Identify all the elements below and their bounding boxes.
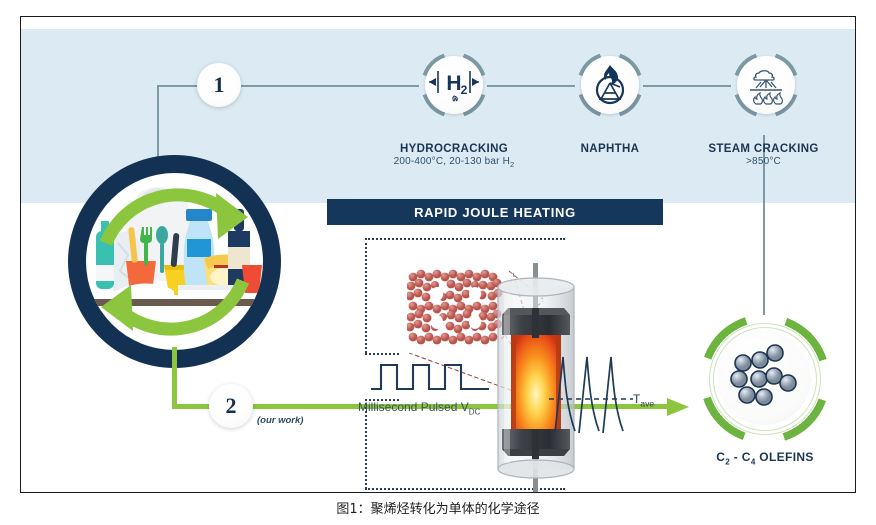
- dotted-border-top: [365, 238, 565, 240]
- rapid-joule-heating-banner: RAPID JOULE HEATING: [327, 199, 663, 225]
- dotted-border-bottom: [365, 488, 565, 490]
- pulse-label-sub: DC: [468, 407, 481, 417]
- pulse-waveform-label: Millisecond Pulsed VDC: [358, 400, 480, 416]
- product-thin-ring-inner: [713, 327, 817, 431]
- connector-steamcracking-to-product: [763, 135, 765, 315]
- label-olefins: C2 - C4 OLEFINS: [695, 450, 835, 466]
- our-work-note: (our work): [257, 415, 304, 426]
- tave-label-main: T: [633, 392, 641, 406]
- label-subtitle: 200-400°C, 20-130 bar H2: [354, 156, 554, 169]
- green-arrowhead-icon: [667, 398, 689, 416]
- label-olefins-text: C2 - C4 OLEFINS: [695, 450, 835, 466]
- label-subtitle-sub: 2: [510, 160, 515, 169]
- green-line-main-arrow: [251, 404, 671, 409]
- pulse-label-main: Millisecond Pulsed V: [358, 400, 469, 414]
- olefins-c-prefix: C: [716, 450, 726, 464]
- product-thin-ring-outer: [709, 323, 821, 435]
- wheel-inner-scene: [86, 173, 263, 350]
- olefin-molecules-icon: [717, 331, 811, 425]
- label-title: NAPHTHA: [580, 143, 640, 155]
- temperature-average-label: Tave: [633, 392, 654, 408]
- dotted-border-mid-left: [365, 353, 399, 355]
- dotted-border-mid-left2: [365, 399, 399, 401]
- olefins-sub-1: 2: [725, 457, 731, 467]
- connector-step1-to-hydrocracking: [241, 85, 419, 87]
- figure-caption: 图1：聚烯烃转化为单体的化学途径: [336, 502, 540, 517]
- dotted-border-left-lower: [365, 399, 367, 489]
- oil-pumpjack-flame-icon: [581, 56, 639, 114]
- olefins-mid: - C: [730, 450, 751, 464]
- temperature-waveform-icon: [549, 356, 633, 434]
- process-node-naphtha[interactable]: [577, 52, 643, 118]
- label-title: STEAM CRACKING: [708, 143, 819, 155]
- connector-hydrocracking-to-naphtha: [487, 85, 575, 87]
- dotted-border-left-upper: [365, 238, 367, 353]
- green-line-wheel-down: [172, 347, 177, 409]
- pathway-badge-1[interactable]: 1: [197, 63, 241, 107]
- recycling-arrows-icon: [99, 188, 250, 336]
- label-hydrocracking: HYDROCRACKING 200-400°C, 20-130 bar H2: [354, 143, 554, 169]
- connector-step1-left: [157, 85, 199, 87]
- label-title: HYDROCRACKING: [399, 143, 509, 155]
- green-line-to-badge2: [172, 404, 216, 409]
- tave-label-sub: ave: [640, 398, 655, 409]
- plastic-waste-recycling-icon[interactable]: [68, 155, 281, 368]
- connector-wheel-to-step1: [157, 85, 159, 163]
- label-naphtha: NAPHTHA: [540, 143, 680, 155]
- pathway-badge-2-number: 2: [225, 393, 237, 418]
- label-subtitle: >850°C: [746, 156, 781, 167]
- svg-text:2: 2: [461, 83, 468, 97]
- figure-frame: H 2: [20, 16, 856, 493]
- olefins-suffix: OLEFINS: [755, 450, 814, 464]
- olefins-sub-2: 4: [750, 457, 756, 467]
- label-steam-cracking: STEAM CRACKING >850°C: [676, 143, 851, 167]
- hydrogen-molecule-icon: H 2: [425, 56, 483, 114]
- pathway-badge-2[interactable]: 2: [209, 384, 253, 428]
- olefin-product-node[interactable]: [700, 314, 830, 444]
- svg-text:H: H: [446, 72, 461, 95]
- zeolite-framework-icon: [407, 269, 503, 345]
- process-node-hydrocracking[interactable]: H 2: [421, 52, 487, 118]
- steam-cracking-flames-icon: [737, 56, 795, 114]
- pathway-badge-1-number: 1: [213, 72, 225, 97]
- process-node-steam-cracking[interactable]: [733, 52, 799, 118]
- connector-naphtha-to-steamcracking: [643, 85, 731, 87]
- rapid-joule-heating-title: RAPID JOULE HEATING: [414, 204, 576, 220]
- label-subtitle-main: 200-400°C, 20-130 bar H: [393, 156, 511, 167]
- pulse-waveform-icon: [371, 363, 489, 391]
